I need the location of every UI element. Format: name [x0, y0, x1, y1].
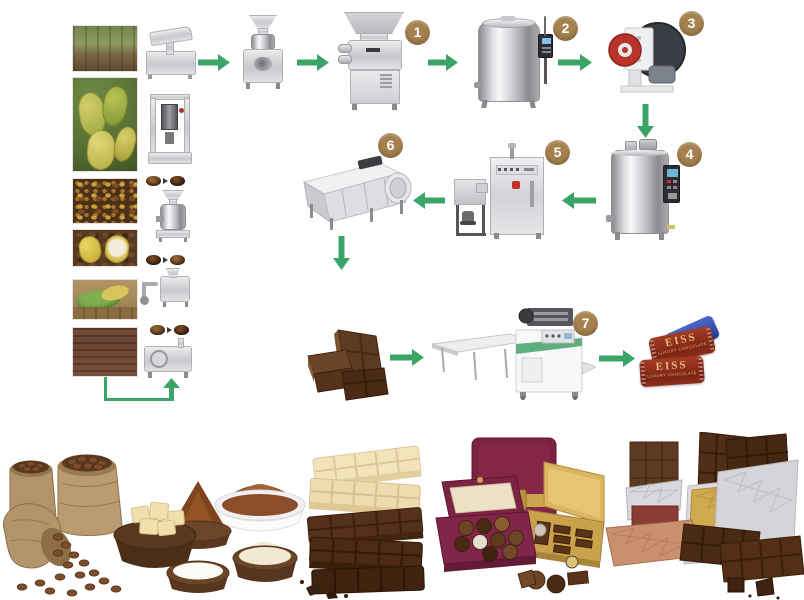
machine-pin-mill	[238, 15, 288, 93]
flow-up-arrow	[163, 378, 180, 401]
machine-colloid-mill	[154, 190, 192, 242]
step-badge-6: 6	[378, 133, 403, 158]
flow-arrow-right	[297, 54, 329, 71]
control-box	[538, 34, 553, 58]
machine-step6-moulding-line	[296, 155, 412, 236]
flow-bracket-line	[104, 398, 172, 401]
photo-harvested-cocoa-pods	[72, 178, 138, 224]
foil-wrapped-bars	[600, 431, 804, 600]
beans-before-after-thumbnail	[150, 325, 189, 335]
step-number: 4	[685, 146, 694, 162]
flow-arrow-right	[198, 54, 230, 71]
machine-step2-melting-tank	[474, 16, 554, 111]
chocolate-bar-stack	[298, 438, 438, 600]
machine-step5-tempering	[452, 143, 544, 240]
flow-bracket-line	[104, 377, 107, 400]
machine-bean-peeler	[140, 268, 192, 308]
machine-step3-conche	[605, 14, 687, 96]
eiss-wrapped-bar: EISS LUXURY CHOCOLATE	[639, 355, 705, 388]
step-badge-7: 7	[573, 311, 598, 336]
step-badge-3: 3	[679, 11, 704, 36]
machine-step1-sugar-grinder	[336, 12, 410, 110]
step-badge-4: 4	[677, 142, 702, 167]
cocoa-bean-sacks	[0, 425, 152, 600]
machine-step7-packing	[430, 306, 598, 400]
machine-bean-roaster	[144, 338, 192, 380]
step-badge-5: 5	[545, 140, 570, 165]
flow-arrow-right	[390, 349, 424, 366]
photo-cocoa-plantation	[72, 25, 138, 72]
step-number: 5	[553, 144, 562, 160]
step-number: 1	[413, 24, 422, 40]
step-number: 3	[687, 15, 696, 31]
step-number: 2	[561, 20, 570, 36]
cocoa-pod	[110, 123, 137, 165]
machine-oil-press	[148, 94, 192, 164]
photo-cut-cocoa-pod	[72, 229, 138, 267]
photo-cocoa-pods-on-tree	[72, 77, 138, 172]
wrapped-chocolate-bars: EISS LUXURY CHOCOLATE EISS LUXURY CHOCOL…	[639, 314, 721, 394]
flow-arrow-left	[562, 192, 596, 209]
crate-slats	[73, 307, 137, 319]
cocoa-pod	[99, 84, 131, 128]
cocoa-pod	[85, 129, 117, 171]
ingredient-bowls	[110, 465, 306, 600]
control-panel	[663, 165, 680, 203]
flow-arrow-right	[599, 350, 635, 367]
step-badge-2: 2	[553, 16, 578, 41]
machine-bean-cleaner	[144, 25, 198, 79]
flow-arrow-down	[333, 236, 350, 270]
gift-boxes	[432, 432, 608, 600]
beans-before-after-thumbnail	[146, 176, 185, 186]
step-number: 7	[581, 315, 590, 331]
beans-before-after-thumbnail	[146, 255, 185, 265]
cocoa-pod-open	[103, 233, 131, 265]
flow-arrow-right	[558, 54, 592, 71]
chocolate-chunks	[302, 322, 392, 406]
step-number: 6	[386, 137, 395, 153]
cocoa-pod-half	[76, 234, 104, 265]
step-badge-1: 1	[405, 20, 430, 45]
flow-arrow-left	[413, 192, 445, 209]
photo-drying-beans	[72, 327, 138, 377]
flow-arrow-right	[428, 54, 458, 71]
machine-step4-storage-tank	[606, 139, 681, 241]
photo-fermentation-crate	[72, 279, 138, 320]
flow-arrow-down	[637, 104, 654, 138]
